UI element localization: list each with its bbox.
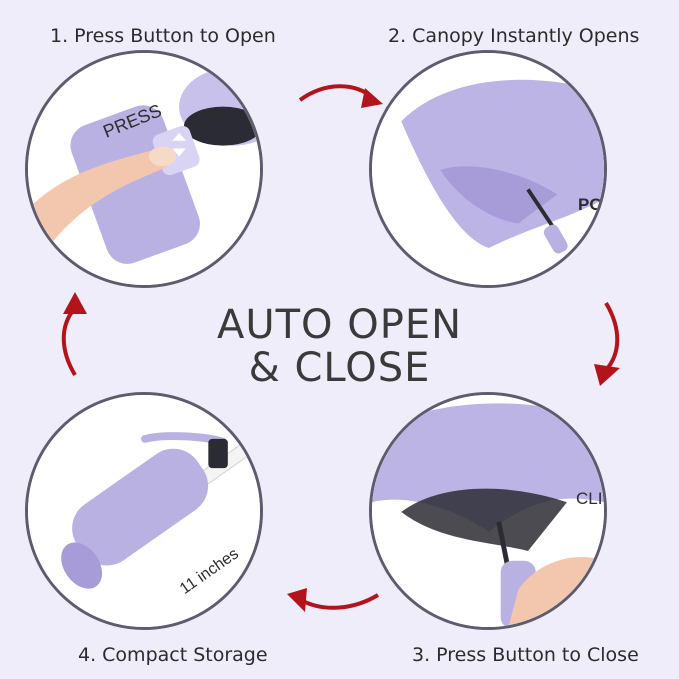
title-line1: AUTO OPEN [216, 302, 463, 348]
click-callout: CLICK [576, 489, 604, 508]
umbrella-press-illustration [28, 53, 260, 285]
arrow-down-right [594, 301, 620, 386]
umbrella-folded-illustration [28, 395, 260, 627]
step1-image: PRESS [25, 50, 263, 288]
umbrella-close-illustration [372, 395, 604, 627]
step3-label: 3. Press Button to Close [412, 644, 639, 666]
step2-label: 2. Canopy Instantly Opens [388, 25, 640, 47]
step1-label: 1. Press Button to Open [50, 25, 276, 47]
step2-image: POP! [369, 50, 607, 288]
step4-label: 4. Compact Storage [78, 644, 268, 666]
title-line2: & CLOSE [248, 345, 431, 391]
arrow-up-left [61, 292, 87, 377]
step4-image: 11 inches [25, 392, 263, 630]
umbrella-open-illustration [372, 53, 604, 285]
step3-image: CLICK [369, 392, 607, 630]
arrow-right-top [298, 84, 383, 108]
arrow-left-bottom [287, 588, 380, 612]
pop-callout: POP! [578, 195, 604, 214]
